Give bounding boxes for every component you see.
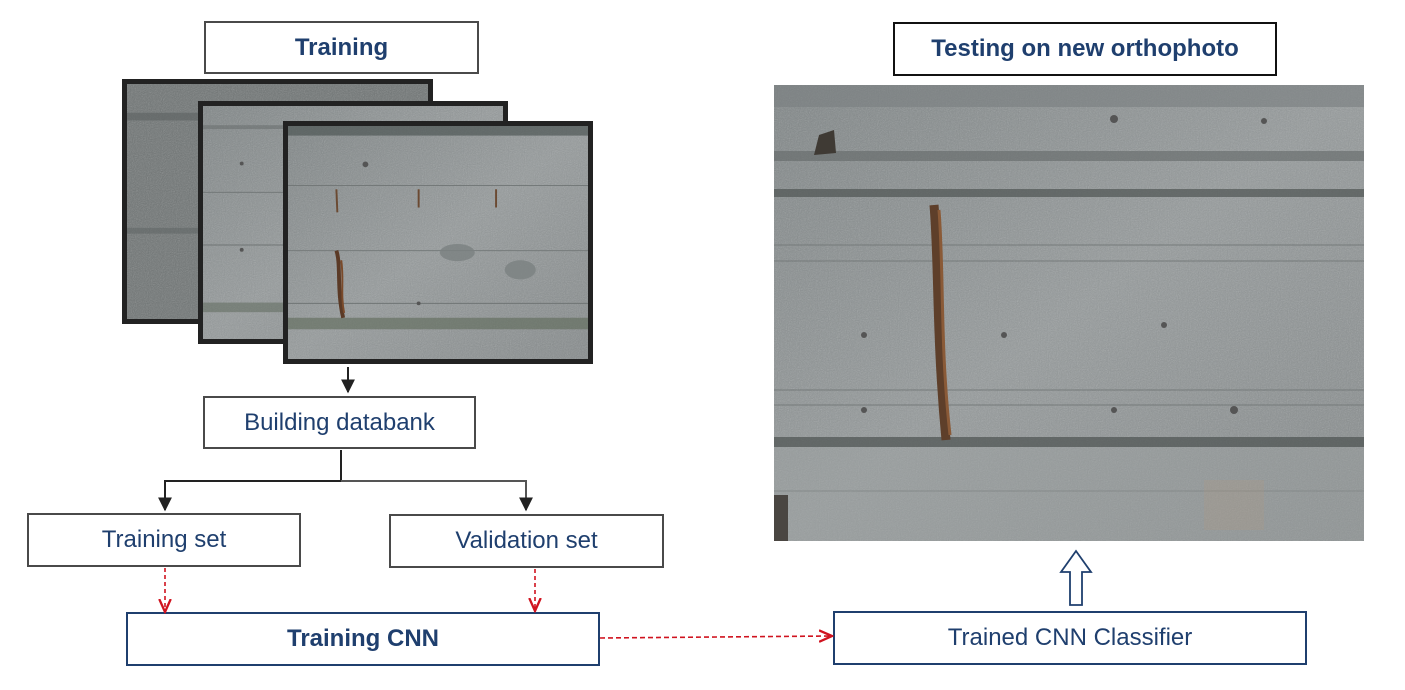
validation-set-box: Validation set — [389, 514, 664, 568]
building-databank-label: Building databank — [244, 408, 435, 436]
trained-classifier-box: Trained CNN Classifier — [833, 611, 1307, 665]
testing-title-box: Testing on new orthophoto — [893, 22, 1277, 76]
training-cnn-box: Training CNN — [126, 612, 600, 666]
training-set-label: Training set — [101, 526, 227, 553]
training-cnn-label: Training CNN — [286, 625, 439, 652]
training-title: Training — [294, 33, 389, 61]
testing-title: Testing on new orthophoto — [931, 35, 1239, 62]
trained-classifier-label: Trained CNN Classifier — [947, 624, 1193, 651]
arrow-databank-to-training-set — [158, 450, 342, 512]
training-title-box: Training — [204, 21, 479, 74]
training-photo-front — [283, 121, 593, 364]
arrow-databank-to-validation-set — [341, 480, 533, 512]
hollow-arrow-classifier-to-orthophoto — [1059, 549, 1093, 606]
testing-orthophoto — [774, 85, 1364, 541]
training-set-box: Training set — [27, 513, 301, 567]
building-databank-box: Building databank — [203, 396, 476, 449]
validation-set-label: Validation set — [455, 527, 598, 554]
dashed-arrow-cnn-to-classifier — [599, 636, 832, 638]
